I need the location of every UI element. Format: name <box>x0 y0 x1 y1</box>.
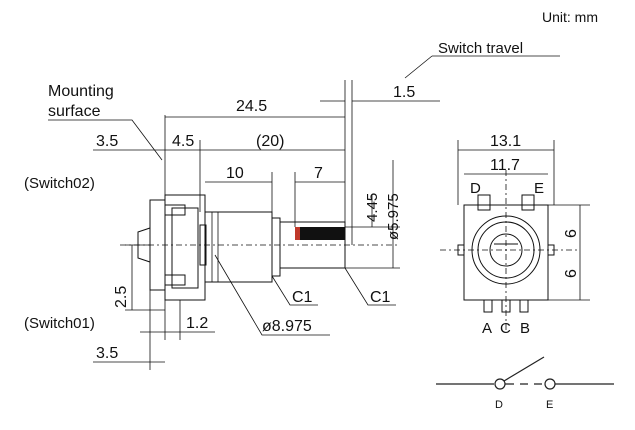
terminal-tab-1 <box>165 204 186 216</box>
dim-3-5-top-label: 3.5 <box>96 133 118 150</box>
ext-24-5 <box>164 80 346 222</box>
front-center-lines <box>440 170 580 330</box>
dim-5-975-label: ø5.975 <box>385 193 402 240</box>
schematic-terminal-d <box>494 378 506 390</box>
dim-13-1 <box>457 140 555 205</box>
housing-notch <box>199 224 207 266</box>
bushing <box>204 211 273 283</box>
c1-label-a: C1 <box>292 289 313 306</box>
c1-label-b: C1 <box>370 289 391 306</box>
dim-6-6 <box>548 204 590 301</box>
shaft-flat-marker <box>295 227 300 240</box>
side-view <box>120 194 400 301</box>
mounting-surface-leader <box>48 119 163 161</box>
housing-inner <box>171 207 199 289</box>
c1-leader-b <box>344 267 396 306</box>
switch-schematic <box>436 356 614 390</box>
schematic-e-label: E <box>546 399 553 411</box>
mounting-surface-label-1: Mounting <box>48 83 114 100</box>
dim-10-label: 10 <box>226 165 244 182</box>
dim-11-7-label: 11.7 <box>490 157 520 174</box>
schematic-d-label: D <box>495 399 503 411</box>
dim-1-5-label: 1.5 <box>393 84 415 101</box>
terminal-tab-2 <box>165 274 186 286</box>
dim-1-2-label: 1.2 <box>186 315 208 332</box>
dim-10 <box>205 172 273 212</box>
dim-1-2 <box>140 300 215 340</box>
pin-e-label: E <box>534 180 544 197</box>
d8-975-label: ø8.975 <box>262 318 312 335</box>
c1-leader-a <box>271 275 318 306</box>
dim-7 <box>294 172 345 227</box>
bushing-thread <box>211 212 219 282</box>
switch-travel-label: Switch travel <box>438 40 523 57</box>
pin-d-label: D <box>470 180 481 197</box>
dim-2-5-label: 2.5 <box>113 286 130 308</box>
front-pins-bottom <box>483 299 529 313</box>
dim-7-label: 7 <box>314 165 323 182</box>
dim-2-5 <box>125 244 165 311</box>
dim-3-5-bot-label: 3.5 <box>96 345 118 362</box>
dim-4-45-label: 4.45 <box>364 193 381 222</box>
front-shaft <box>489 233 523 267</box>
pin-c-label: C <box>500 320 511 337</box>
dim-3-5-bot <box>93 290 165 370</box>
front-pins-top <box>477 194 535 211</box>
dim-1-5 <box>320 80 440 245</box>
terminal-tip <box>137 227 151 263</box>
switch02-label: (Switch02) <box>24 175 95 192</box>
d8-975-leader <box>214 254 330 336</box>
front-tabs <box>457 244 555 256</box>
mounting-surface-label-2: surface <box>48 103 101 120</box>
dim-6-bot-label: 6 <box>563 269 580 278</box>
schematic-switch-blade <box>503 356 545 382</box>
bushing-chamfer <box>272 217 281 277</box>
dim-4-5 <box>165 140 201 212</box>
schematic-terminal-e <box>544 378 556 390</box>
dim-6-top-label: 6 <box>563 229 580 238</box>
unit-label: Unit: mm <box>542 9 598 25</box>
dim-4-5-label: 4.5 <box>172 133 194 150</box>
dim-24-5-label: 24.5 <box>236 98 267 115</box>
ext-shaft <box>345 226 400 269</box>
shaft-flat <box>295 227 345 240</box>
switch-travel-leader <box>404 55 433 79</box>
housing <box>164 194 206 301</box>
pin-b-label: B <box>520 320 530 337</box>
dim-13-1-label: 13.1 <box>490 133 521 150</box>
front-view <box>440 170 580 330</box>
dim-20-label: (20) <box>256 133 284 150</box>
pin-a-label: A <box>482 320 492 337</box>
switch01-label: (Switch01) <box>24 315 95 332</box>
